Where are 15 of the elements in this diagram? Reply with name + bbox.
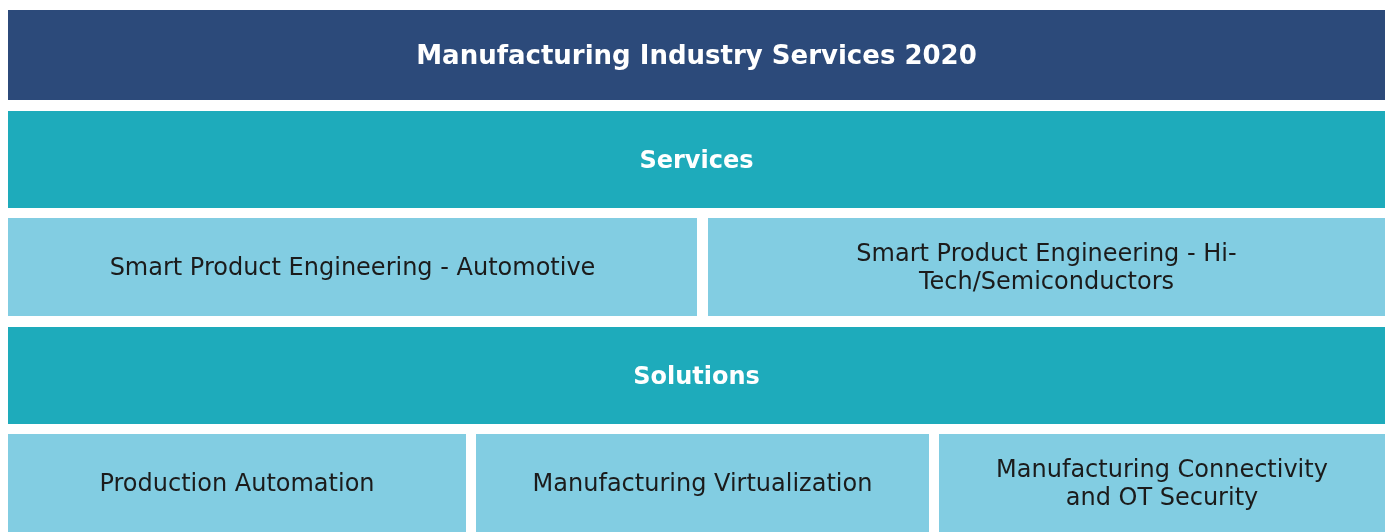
section-band (8, 111, 1385, 208)
service-name: Manufacturing Connectivity and OT Security (995, 455, 1329, 511)
service-name: Manufacturing Virtualization (532, 469, 873, 497)
service-box (476, 434, 929, 532)
service-box (8, 218, 697, 316)
service-box (708, 218, 1385, 316)
section-heading: Services (639, 145, 754, 174)
section-heading: Solutions (633, 361, 760, 390)
service-box (939, 434, 1385, 532)
title-band: Manufacturing Industry Services 2020 (8, 10, 1385, 100)
service-box (8, 434, 466, 532)
service-name: Smart Product Engineering - Automotive (109, 253, 596, 281)
section-band (8, 327, 1385, 424)
service-name: Production Automation (99, 469, 375, 497)
service-name: Smart Product Engineering - Hi-Tech/Semiconductors (855, 239, 1238, 295)
